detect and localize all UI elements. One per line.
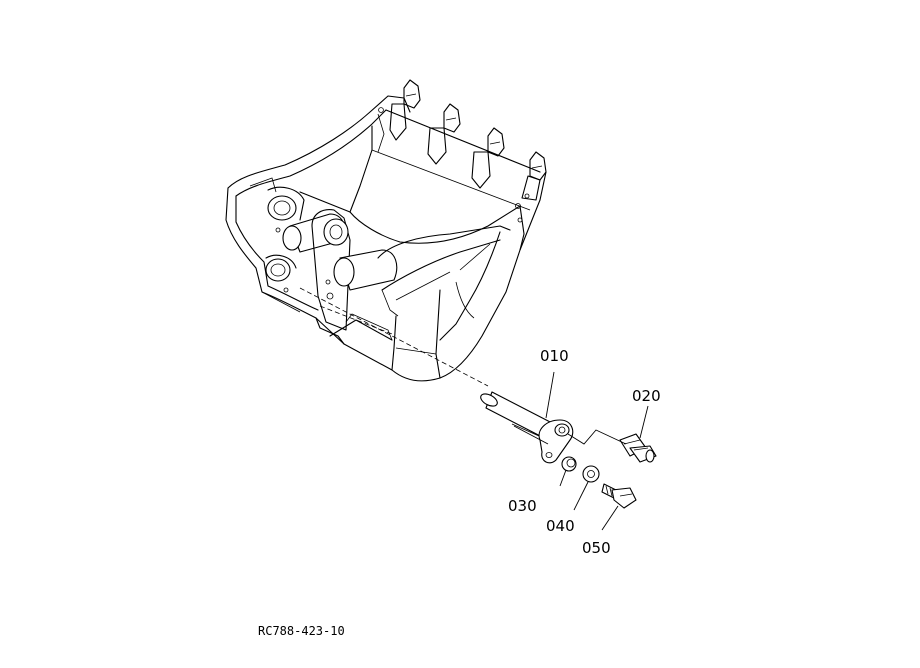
bolt-050 (601, 483, 637, 509)
washer-040 (582, 465, 600, 483)
pin-010 (480, 391, 574, 464)
bucket-teeth (389, 79, 547, 189)
bucket-body (225, 95, 547, 382)
label-040: 040 (546, 517, 575, 535)
label-030: 030 (508, 497, 537, 515)
bushing-030 (561, 456, 577, 472)
grease-fitting-020 (619, 433, 657, 463)
label-020: 020 (632, 387, 661, 405)
mounting-bosses (249, 177, 511, 331)
leader-lines (513, 371, 649, 531)
label-050: 050 (582, 539, 611, 557)
label-010: 010 (540, 347, 569, 365)
assembly-centerline (299, 287, 489, 387)
drawing-code: RC788-423-10 (258, 624, 345, 638)
